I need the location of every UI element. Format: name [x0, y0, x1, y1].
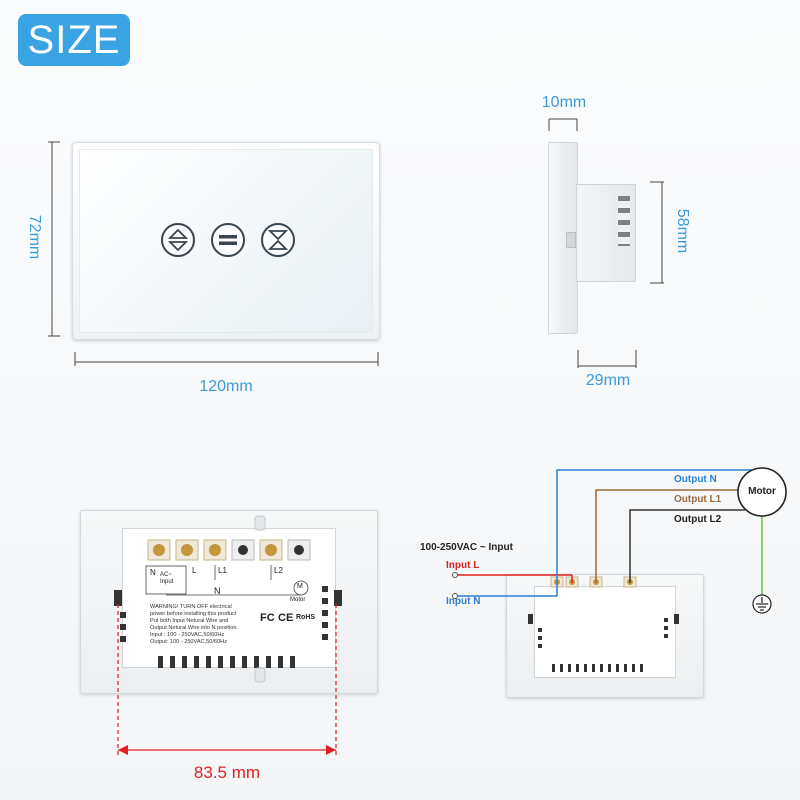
wiring-back-module — [534, 586, 676, 678]
motor-icon: M — [297, 583, 303, 590]
fc-mark: FC — [260, 612, 275, 624]
output-spec: Output: 100 - 250VAC,50/60Hz — [150, 639, 228, 645]
warning-line-1: WARNING! TURN OFF electrical — [150, 604, 232, 610]
ce-mark: CE — [278, 612, 294, 624]
back-input-label: Input — [160, 579, 174, 585]
ground-icon — [752, 594, 772, 614]
output-l2-label: Output L2 — [674, 514, 722, 525]
back-l2-label: L2 — [274, 566, 283, 575]
motor-icon — [737, 467, 787, 517]
input-n-label: Input N — [446, 596, 481, 607]
down-arrow-icon[interactable] — [261, 223, 295, 257]
up-arrow-icon[interactable] — [161, 223, 195, 257]
back-ac-label: AC~ — [160, 572, 172, 578]
terminal-row — [147, 539, 311, 561]
back-motor-label: Motor — [290, 597, 306, 603]
back-n2-label: N — [214, 586, 221, 596]
motor-label: Motor — [748, 486, 776, 497]
front-panel — [72, 142, 380, 340]
back-l1-label: L1 — [218, 566, 227, 575]
warning-line-2: power before installing this product — [150, 611, 237, 617]
output-n-label: Output N — [674, 474, 717, 485]
back-n-label: N — [150, 568, 156, 577]
input-l-label: Input L — [446, 560, 480, 571]
back-l-label: L — [192, 566, 197, 575]
stop-icon[interactable] — [211, 223, 245, 257]
back-notice: WARNING! TURN OFF electrical power befor… — [150, 604, 260, 646]
note-line-1: Put both Input Netural Wire and — [150, 618, 229, 624]
supply-label: 100-250VAC ~ Input — [420, 542, 513, 553]
size-badge: SIZE — [18, 14, 130, 66]
rohs-mark: RoHS — [296, 614, 316, 621]
input-spec: Input : 100 - 250VAC,50/60Hz — [150, 632, 225, 638]
side-depth-top-label: 10mm — [541, 94, 587, 111]
note-line-2: Output Netural Wire into N position. — [150, 625, 238, 631]
back-spacing-label: 83.5 mm — [193, 763, 261, 782]
side-depth-bottom-label: 29mm — [585, 372, 631, 389]
output-l1-label: Output L1 — [674, 494, 722, 505]
side-terminals — [618, 196, 630, 246]
side-clip — [566, 232, 576, 248]
front-width-label: 120mm — [199, 378, 253, 395]
touch-buttons — [161, 223, 295, 257]
